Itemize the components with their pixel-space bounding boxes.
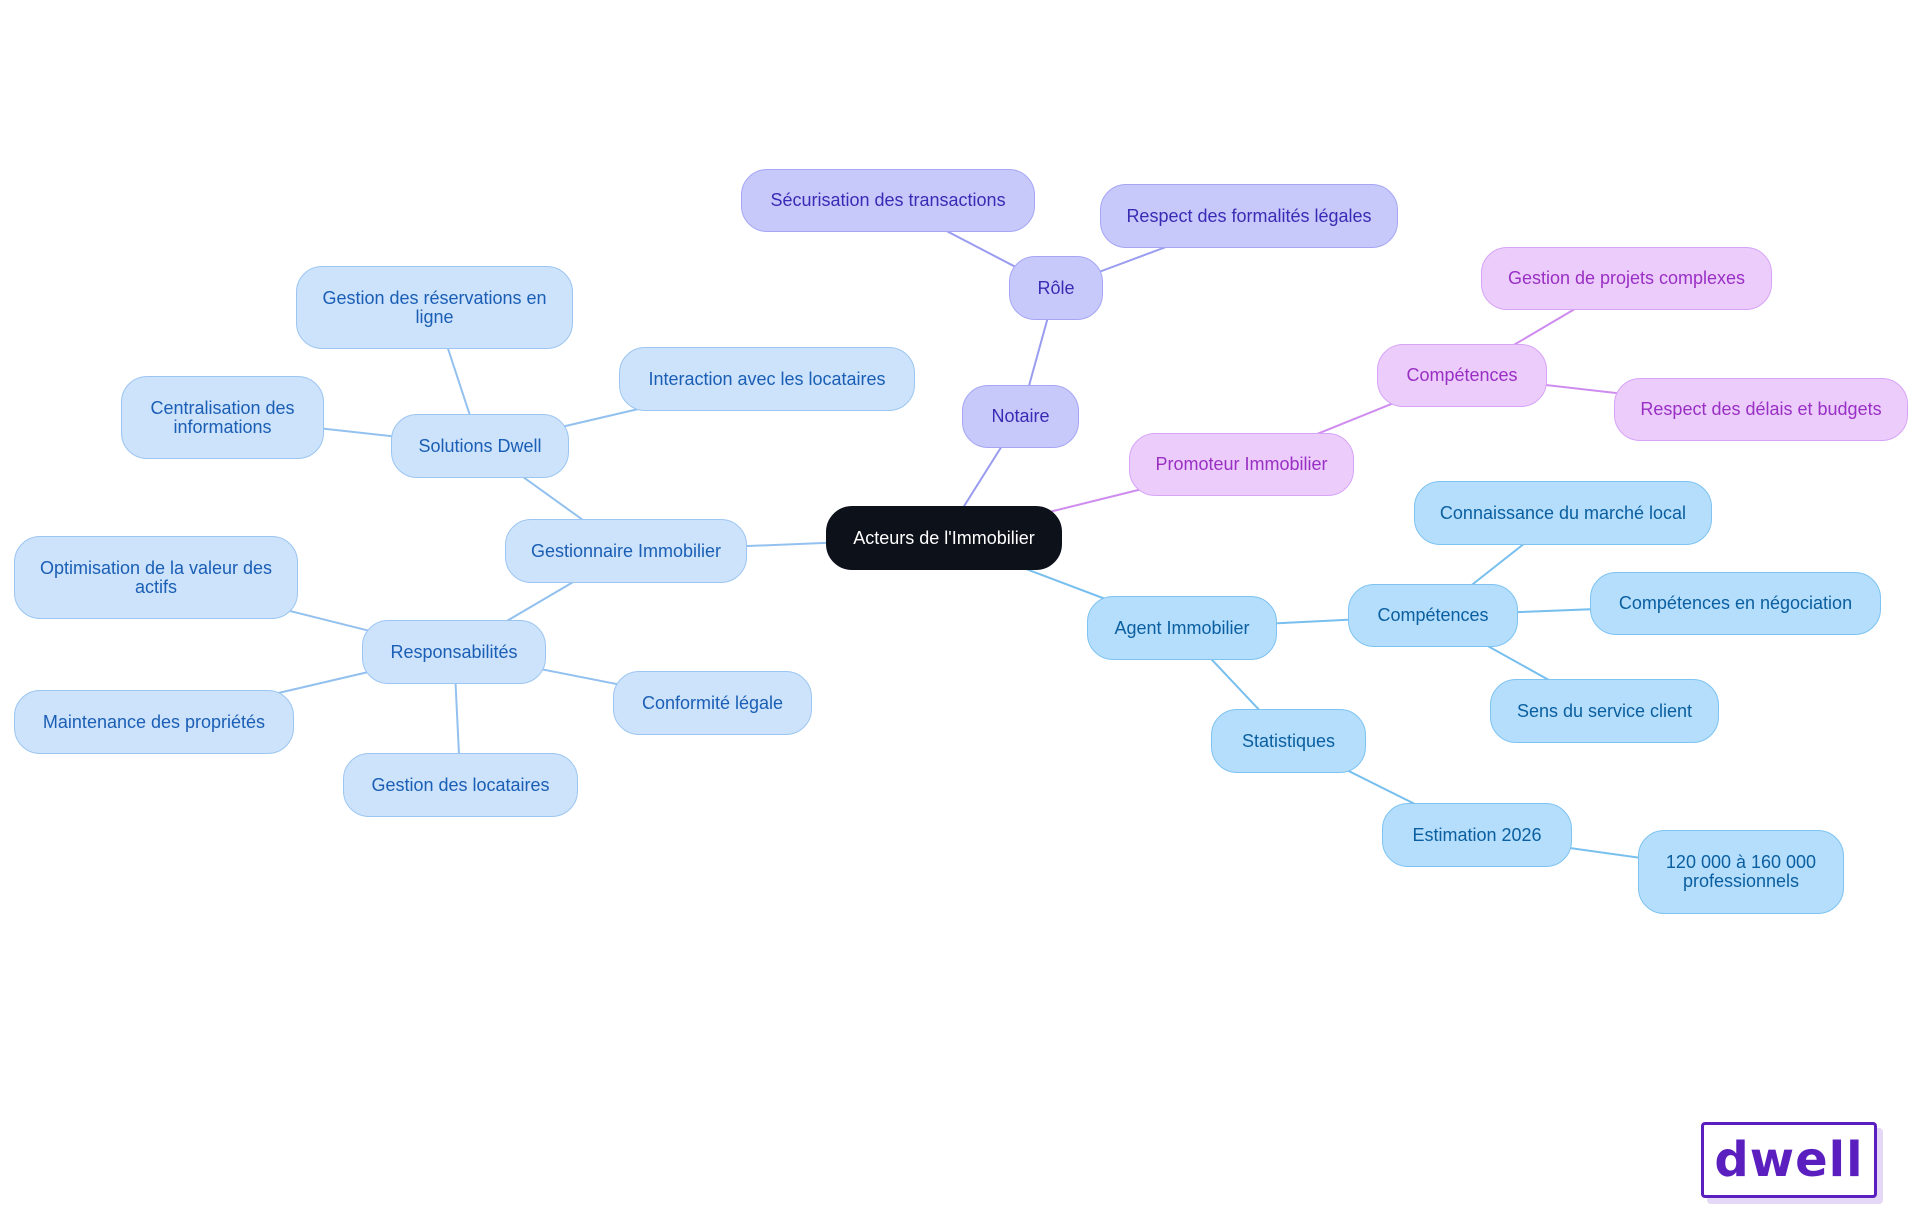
delais-budgets-node[interactable]: Respect des délais et budgets <box>1614 378 1908 441</box>
statistiques-label: Statistiques <box>1241 730 1336 751</box>
reservations-node[interactable]: Gestion des réservations en ligne <box>296 266 573 349</box>
service-client-node[interactable]: Sens du service client <box>1490 679 1719 743</box>
solutions-dwell-node[interactable]: Solutions Dwell <box>391 414 569 478</box>
centralisation-line2: informations <box>173 416 272 437</box>
formalites-label: Respect des formalités légales <box>1126 205 1372 226</box>
reservations-line2: ligne <box>415 306 454 327</box>
centralisation-node[interactable]: Centralisation des informations <box>121 376 324 459</box>
negociation-node[interactable]: Compétences en négociation <box>1590 572 1881 635</box>
notaire-role-label: Rôle <box>1037 277 1075 298</box>
optimisation-node[interactable]: Optimisation de la valeur des actifs <box>14 536 298 619</box>
solutions-dwell-label: Solutions Dwell <box>418 435 542 456</box>
optimisation-line2: actifs <box>134 576 177 597</box>
agent-competences-node[interactable]: Compétences <box>1348 584 1518 647</box>
maintenance-label: Maintenance des propriétés <box>42 711 266 732</box>
gestion-locataires-label: Gestion des locataires <box>371 774 550 795</box>
centralisation-line1: Centralisation des <box>150 397 295 418</box>
promoteur-competences-node[interactable]: Compétences <box>1377 344 1547 407</box>
estimation-node[interactable]: Estimation 2026 <box>1382 803 1572 867</box>
projets-complexes-node[interactable]: Gestion de projets complexes <box>1481 247 1772 310</box>
optimisation-line1: Optimisation de la valeur des <box>39 557 273 578</box>
conformite-node[interactable]: Conformité légale <box>613 671 812 735</box>
delais-budgets-label: Respect des délais et budgets <box>1640 399 1882 419</box>
projets-complexes-label: Gestion de projets complexes <box>1507 268 1746 288</box>
formalites-node[interactable]: Respect des formalités légales <box>1100 184 1398 248</box>
promoteur-node[interactable]: Promoteur Immobilier <box>1129 433 1354 496</box>
reservations-line1: Gestion des réservations en <box>322 287 547 308</box>
negociation-label: Compétences en négociation <box>1618 593 1853 613</box>
notaire-role-node[interactable]: Rôle <box>1009 256 1103 320</box>
agent-competences-label: Compétences <box>1377 605 1489 625</box>
responsabilites-label: Responsabilités <box>390 641 518 662</box>
reservations-label: Gestion des réservations en ligne <box>322 287 547 327</box>
promoteur-competences-label: Compétences <box>1406 365 1518 385</box>
service-client-label: Sens du service client <box>1516 700 1693 721</box>
optimisation-label: Optimisation de la valeur des actifs <box>39 557 273 597</box>
root-label: Acteurs de l'Immobilier <box>853 527 1035 548</box>
notaire-node[interactable]: Notaire <box>962 385 1079 448</box>
gestion-locataires-node[interactable]: Gestion des locataires <box>343 753 578 817</box>
statistiques-node[interactable]: Statistiques <box>1211 709 1366 773</box>
interaction-locataires-label: Interaction avec les locataires <box>648 368 886 389</box>
securisation-label: Sécurisation des transactions <box>770 190 1006 210</box>
gestionnaire-node[interactable]: Gestionnaire Immobilier <box>505 519 747 583</box>
agent-node[interactable]: Agent Immobilier <box>1087 596 1277 660</box>
agent-label: Agent Immobilier <box>1114 617 1250 638</box>
root-node[interactable]: Acteurs de l'Immobilier <box>826 506 1062 570</box>
conformite-label: Conformité légale <box>641 692 784 713</box>
estimation-value-line2: professionnels <box>1682 871 1800 891</box>
estimation-value-line1: 120 000 à 160 000 <box>1665 852 1817 872</box>
responsabilites-node[interactable]: Responsabilités <box>362 620 546 684</box>
estimation-value-label: 120 000 à 160 000 professionnels <box>1666 853 1816 891</box>
dwell-logo-text: dwell <box>1714 1132 1864 1188</box>
estimation-label: Estimation 2026 <box>1412 824 1542 845</box>
maintenance-node[interactable]: Maintenance des propriétés <box>14 690 294 754</box>
securisation-node[interactable]: Sécurisation des transactions <box>741 169 1035 232</box>
gestionnaire-label: Gestionnaire Immobilier <box>530 540 722 561</box>
centralisation-label: Centralisation des informations <box>150 397 295 437</box>
notaire-label: Notaire <box>991 406 1050 426</box>
interaction-locataires-node[interactable]: Interaction avec les locataires <box>619 347 915 411</box>
promoteur-label: Promoteur Immobilier <box>1155 454 1328 474</box>
marche-local-node[interactable]: Connaissance du marché local <box>1414 481 1712 545</box>
estimation-value-node[interactable]: 120 000 à 160 000 professionnels <box>1638 830 1844 914</box>
dwell-logo: dwell <box>1701 1122 1877 1198</box>
marche-local-label: Connaissance du marché local <box>1439 502 1687 523</box>
